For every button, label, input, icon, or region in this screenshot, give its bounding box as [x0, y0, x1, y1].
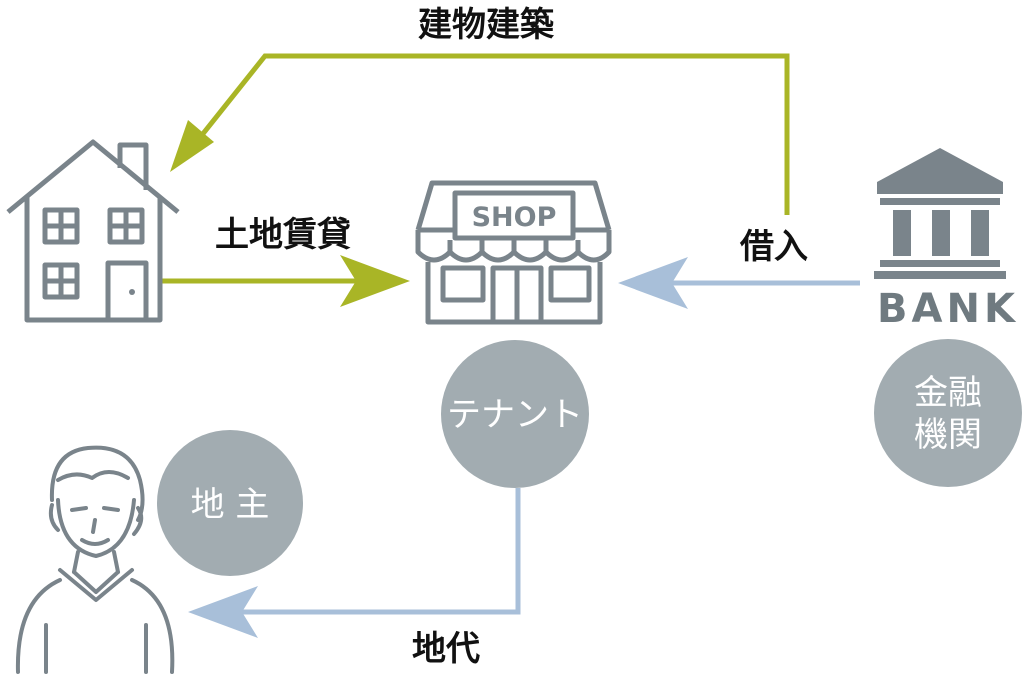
land-lease-label: 土地賃貸 — [215, 215, 351, 255]
tenant-badge — [441, 340, 589, 488]
bank-sign-text: BANK — [877, 286, 1019, 332]
ground-rent-arrow — [188, 488, 521, 638]
ground-rent-label: 地代 — [412, 629, 480, 669]
landowner-badge — [157, 430, 303, 576]
borrowing-arrow — [618, 257, 860, 309]
bank-icon — [874, 148, 1006, 279]
shop-sign-text: SHOP — [472, 202, 557, 233]
construction-arrow — [170, 53, 790, 215]
landowner-label: 地 主 — [191, 485, 270, 525]
landowner-person-icon — [15, 445, 175, 674]
bank-label-line1: 金融 — [914, 373, 982, 413]
borrowing-label: 借入 — [739, 227, 808, 267]
construction-label: 建物建築 — [418, 5, 555, 45]
land-lease-arrow — [160, 255, 410, 307]
tenant-label: テナント — [447, 395, 583, 435]
house-icon — [6, 139, 180, 323]
shop-icon — [415, 180, 612, 325]
bank-label-line2: 機関 — [914, 415, 982, 455]
bank-badge — [874, 339, 1022, 487]
